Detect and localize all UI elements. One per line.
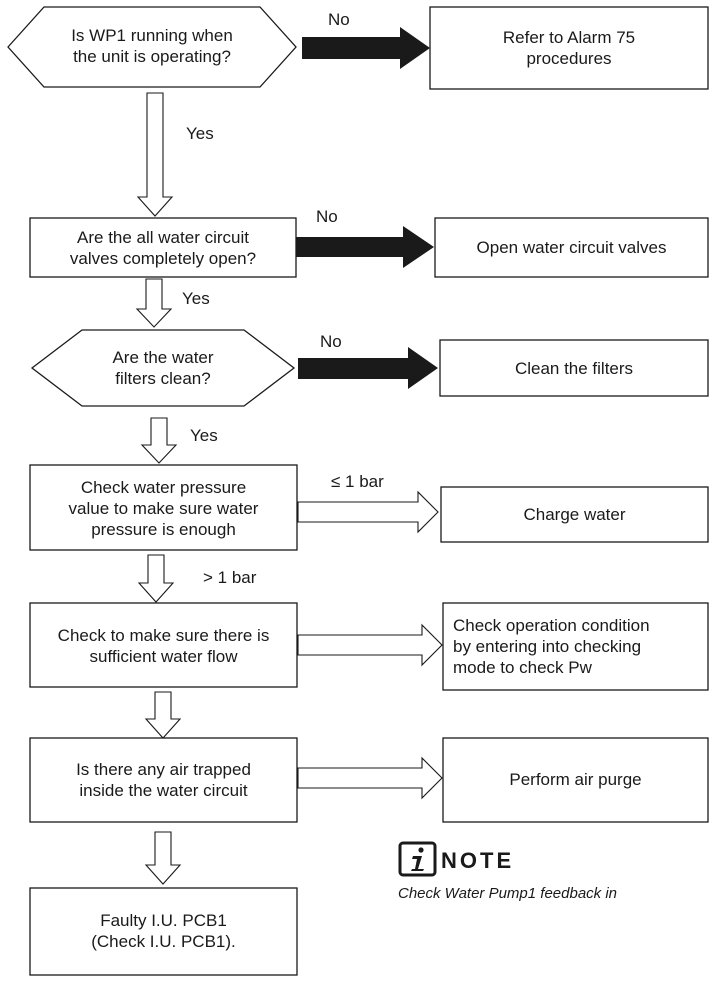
decision-1-yes-label: Yes xyxy=(186,124,214,143)
decision-3-yes-label: Yes xyxy=(190,426,218,445)
action-2-box xyxy=(434,217,709,278)
decision-1-text: Is WP1 running when the unit is operatin… xyxy=(71,26,233,66)
action-6-text: Perform air purge xyxy=(509,769,642,789)
decision-1-shape xyxy=(7,6,297,88)
final-text: Faulty I.U. PCB1 (Check I.U. PCB1). xyxy=(91,911,236,951)
info-icon xyxy=(398,841,437,877)
decision-2-yes-label: Yes xyxy=(182,289,210,308)
action-1-box xyxy=(429,6,709,90)
step-5-box xyxy=(29,602,298,688)
no-arrow-1 xyxy=(302,27,430,69)
action-4-text: Charge water xyxy=(523,504,626,524)
action-5-text: Check operation condition by entering in… xyxy=(453,615,650,677)
step-4-box xyxy=(29,464,298,551)
action-3-box xyxy=(439,339,709,397)
decision-3-text: Are the water filters clean? xyxy=(112,348,214,388)
step-6-box xyxy=(29,737,298,823)
step-4-text: Check water pressure value to make sure … xyxy=(68,477,259,539)
decision-2-text: Are the all water circuit valves complet… xyxy=(69,228,257,268)
note-title: NOTE xyxy=(441,848,515,873)
air-arrow xyxy=(297,756,443,800)
step-6-text: Is there any air trapped inside the wate… xyxy=(76,760,251,800)
low-pressure-arrow xyxy=(297,490,439,534)
action-1-text: Refer to Alarm 75 procedures xyxy=(502,28,636,68)
decision-3-no-label: No xyxy=(320,332,342,351)
yes-arrow-2 xyxy=(135,278,173,328)
flow-arrow xyxy=(297,623,443,667)
action-3-text: Clean the filters xyxy=(514,358,634,378)
yes-arrow-1 xyxy=(136,92,174,217)
down-arrow-6 xyxy=(144,831,182,885)
high-pressure-label: > 1 bar xyxy=(203,568,257,587)
action-5-box xyxy=(442,602,709,691)
action-2-text: Open water circuit valves xyxy=(476,237,667,257)
down-arrow-5 xyxy=(144,691,182,739)
final-box xyxy=(29,887,298,976)
no-arrow-3 xyxy=(298,347,438,389)
no-arrow-2 xyxy=(296,226,434,268)
high-pressure-arrow xyxy=(137,554,175,603)
yes-arrow-3 xyxy=(140,417,178,464)
decision-3-shape xyxy=(30,329,296,407)
action-4-box xyxy=(440,486,709,543)
low-pressure-label: ≤ 1 bar xyxy=(331,472,384,491)
decision-2-no-label: No xyxy=(316,207,338,226)
note-text: Check Water Pump1 feedback in xyxy=(398,885,618,902)
action-6-box xyxy=(442,737,709,823)
decision-1-no-label: No xyxy=(328,10,350,29)
step-5-text: Check to make sure there is sufficient w… xyxy=(57,626,270,666)
